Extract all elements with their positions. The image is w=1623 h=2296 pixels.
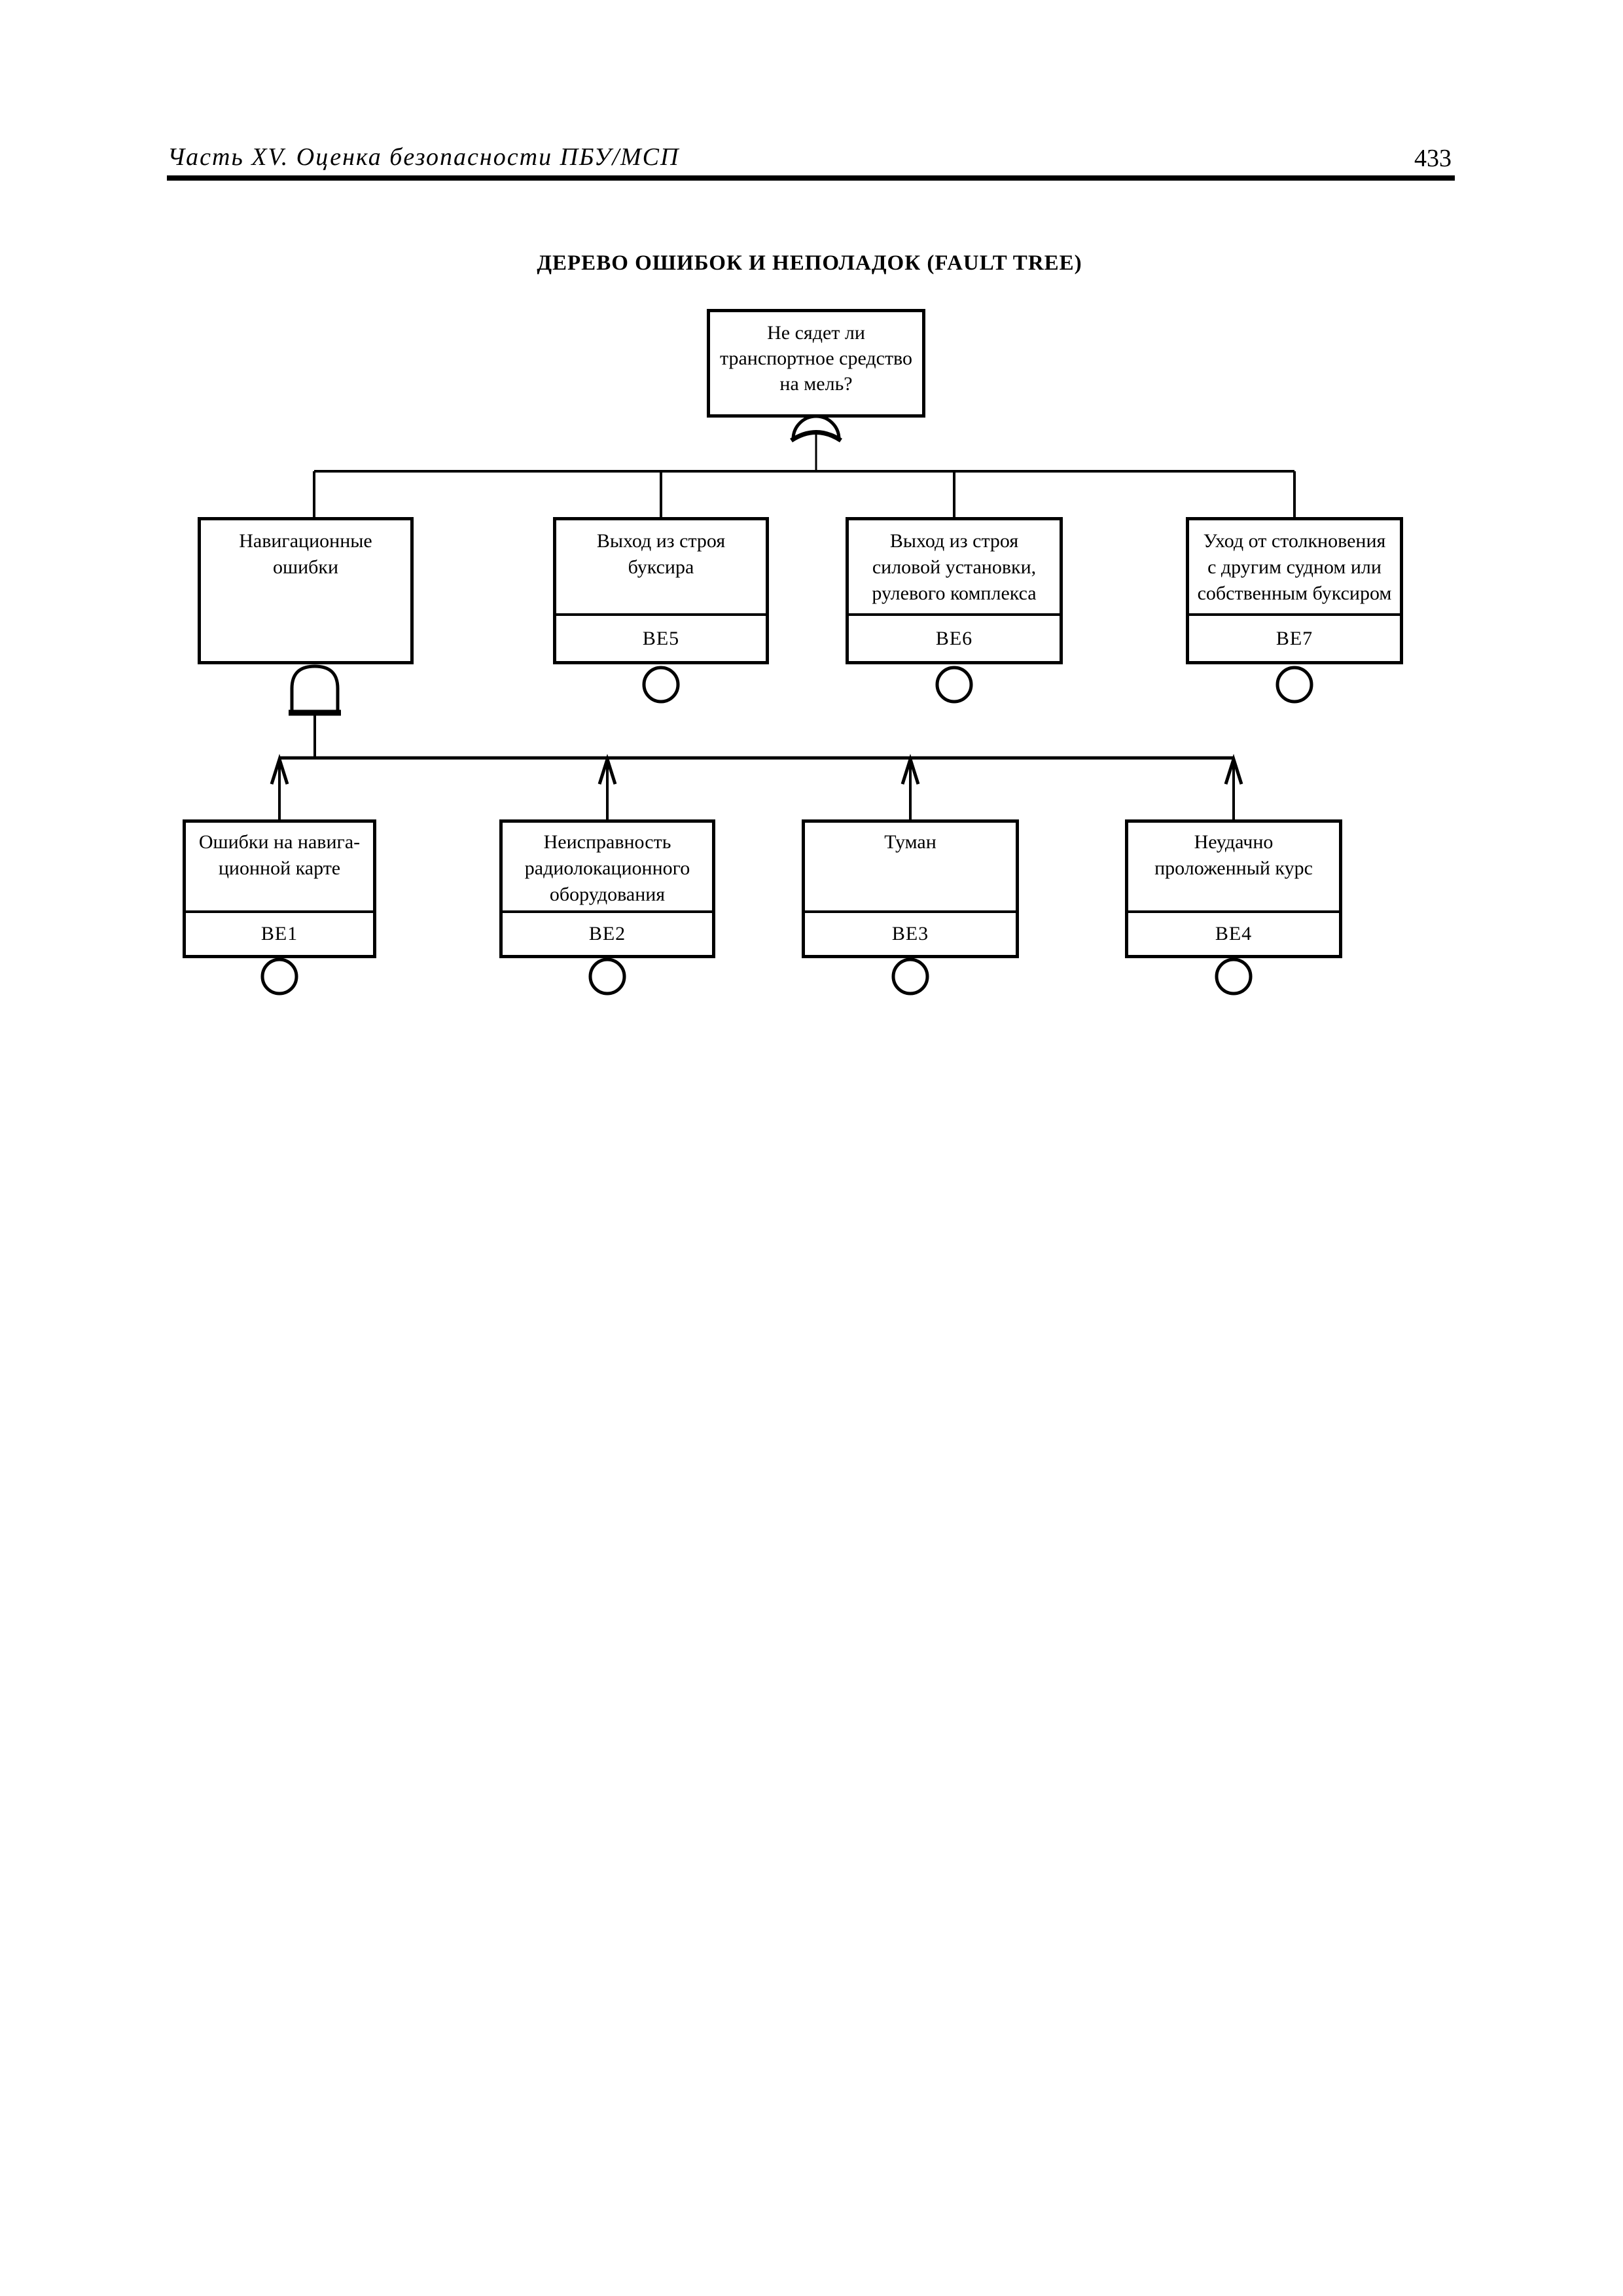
node-code: BE7: [1189, 613, 1400, 661]
fault-tree-node-be7: Уход от столкновения с другим судном или…: [1186, 517, 1403, 664]
fault-tree-node-be2: Неисправность радиолокационного оборудов…: [499, 819, 715, 958]
fault-tree-node-be6: Выход из строя силовой установки, рулево…: [846, 517, 1063, 664]
node-label: Выход из строя буксира: [596, 530, 726, 578]
fault-tree-node-top-event: Не сядет ли транспортное средство на мел…: [707, 309, 925, 418]
node-code: BE4: [1128, 910, 1339, 955]
node-code: BE6: [849, 613, 1060, 661]
fault-tree-node-be5: Выход из строя буксира BE5: [553, 517, 769, 664]
node-code: BE5: [556, 613, 766, 661]
top-connector-lines: [313, 432, 1296, 519]
node-label: Уход от столкновения с другим судном или…: [1197, 530, 1392, 604]
fault-tree-node-navigation-errors: Навигационные ошибки: [198, 517, 414, 664]
arrowhead-icons: [270, 753, 1243, 785]
diagram-title: ДЕРЕВО ОШИБОК И НЕПОЛАДОК (FAULT TREE): [537, 251, 1082, 275]
fault-tree-node-be1: Ошибки на навига- ционной карте BE1: [183, 819, 376, 958]
node-code: BE2: [503, 910, 712, 955]
node-label: Не сядет ли транспортное средство на мел…: [719, 322, 913, 395]
node-label: Туман: [884, 831, 936, 853]
fault-tree-node-be4: Неудачно проложенный курс BE4: [1125, 819, 1342, 958]
node-label: Неудачно проложенный курс: [1154, 831, 1313, 879]
node-label: Навигационные ошибки: [239, 530, 372, 578]
node-code: BE3: [805, 910, 1016, 955]
running-header: Часть XV. Оценка безопасности ПБУ/МСП: [168, 143, 680, 171]
or-gate-icon: [790, 414, 842, 442]
lower-connector-lines: [278, 713, 1235, 821]
node-label: Выход из строя силовой установки, рулево…: [872, 530, 1037, 604]
header-rule: [167, 175, 1455, 181]
node-label: Ошибки на навига- ционной карте: [198, 831, 361, 879]
page-number: 433: [1414, 145, 1452, 172]
fault-tree-node-be3: Туман BE3: [802, 819, 1019, 958]
node-code: BE1: [186, 910, 373, 955]
and-gate-icon: [289, 664, 341, 716]
node-label: Неисправность радиолокационного оборудов…: [524, 831, 690, 905]
